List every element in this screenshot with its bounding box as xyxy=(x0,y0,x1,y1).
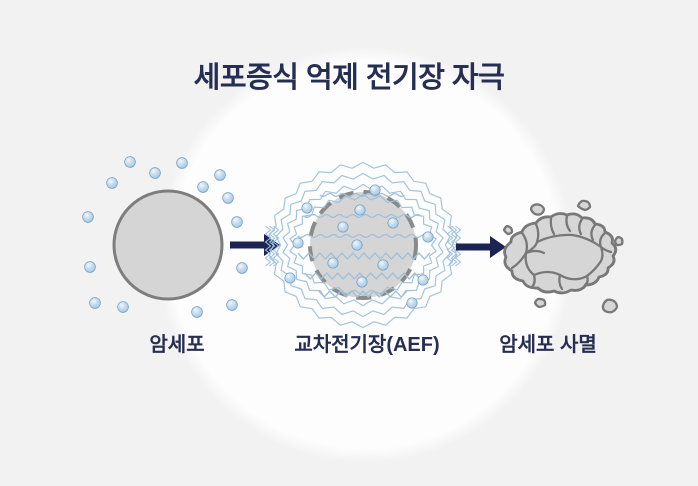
right-arrow-icon xyxy=(456,236,506,258)
stage-label-cell-death: 암세포 사멸 xyxy=(499,334,597,356)
page-title: 세포증식 억제 전기장 자극 xyxy=(193,62,505,94)
aef-field-figure xyxy=(264,161,462,329)
stage-label-cancer-cell: 암세포 xyxy=(149,334,205,356)
cancer-cell-figure xyxy=(82,156,248,318)
dying-cell-figure xyxy=(502,199,624,314)
stage-label-aef: 교차전기장(AEF) xyxy=(294,334,440,356)
